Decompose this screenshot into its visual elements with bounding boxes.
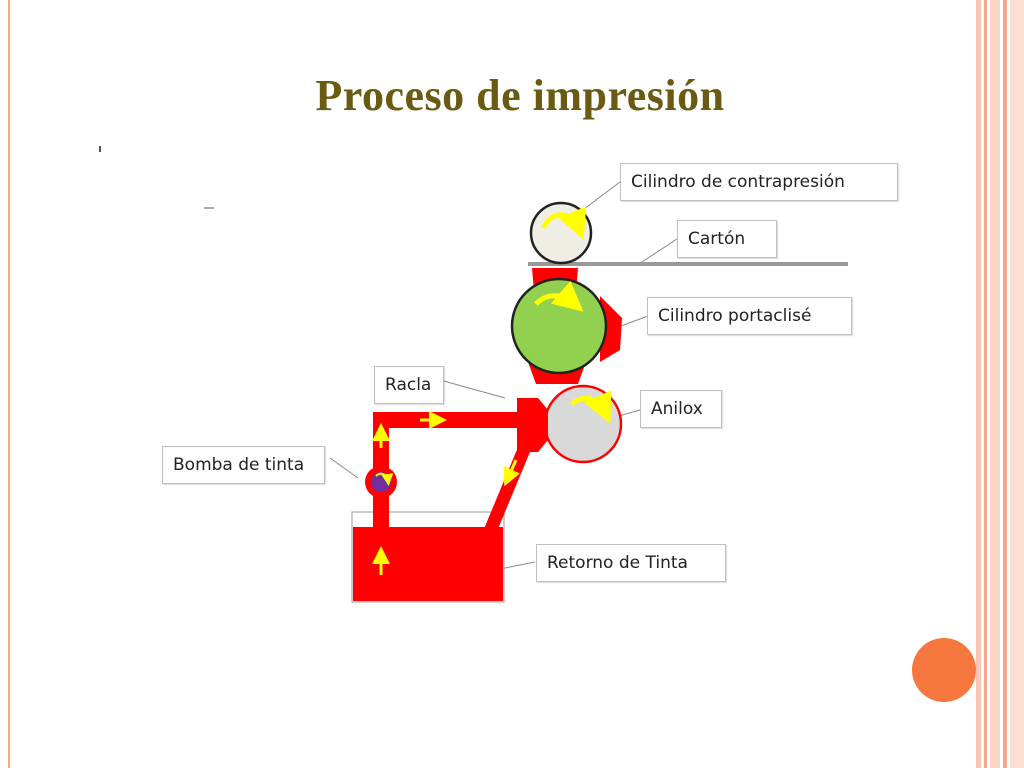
- rotation-arrow-icon: [541, 206, 587, 240]
- decorative-orange-circle: [912, 638, 976, 702]
- label-cilindro-portaclise: Cilindro portaclisé: [647, 297, 852, 335]
- left-border-line: [8, 0, 10, 768]
- impression-cylinder: [529, 201, 593, 265]
- doctor-blade-chamber: [517, 398, 548, 452]
- label-carton: Cartón: [677, 220, 777, 258]
- rotation-arrow-icon: [375, 472, 394, 486]
- label-racla: Racla: [374, 366, 444, 404]
- label-retorno-de-tinta: Retorno de Tinta: [536, 544, 726, 582]
- label-anilox: Anilox: [640, 390, 722, 428]
- rotation-arrow-icon: [534, 280, 584, 312]
- anilox-roller: [543, 384, 623, 464]
- label-cilindro-contrapresion: Cilindro de contrapresión: [620, 163, 898, 201]
- right-decorative-stripes: [976, 0, 1024, 768]
- slide-title: Proceso de impresión: [315, 71, 725, 120]
- rotation-arrow-icon: [570, 390, 612, 424]
- plate-cylinder: [510, 268, 622, 384]
- label-bomba-de-tinta: Bomba de tinta: [162, 446, 325, 484]
- scan-artifacts: [99, 146, 214, 209]
- plate-right: [600, 296, 622, 362]
- ink-return-pipe: [476, 440, 535, 548]
- ink-pump: [365, 466, 397, 498]
